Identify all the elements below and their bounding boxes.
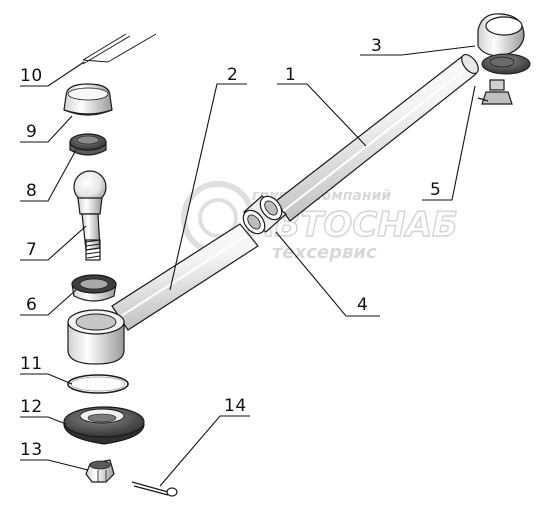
leader-5: [422, 85, 476, 201]
tie-rod-tube: [275, 53, 479, 222]
tie-rod-end-left: [67, 223, 259, 365]
callout-14: 14: [224, 396, 247, 416]
watermark-line3: техсервис: [272, 242, 377, 263]
callout-4: 4: [357, 295, 368, 315]
leader-11: [20, 373, 73, 385]
part-7-ball-pin: [73, 170, 107, 261]
callout-8: 8: [26, 181, 37, 201]
leader-1: [277, 83, 367, 147]
part-9-cap: [63, 83, 113, 116]
callouts: 1 2 3 4 5 6 7 8 9 10 11 12 13 14: [20, 36, 441, 460]
leader-10: [20, 61, 85, 87]
leader-7: [20, 225, 87, 261]
leader-9: [20, 115, 73, 143]
part-6-liner: [71, 274, 117, 302]
callout-13: 13: [20, 440, 43, 460]
leader-14: [159, 415, 250, 487]
part-11-ring: [67, 374, 129, 394]
leader-lines: [20, 45, 476, 487]
leader-12: [20, 416, 67, 425]
callout-12: 12: [20, 397, 43, 417]
tube-clamp: [242, 195, 287, 235]
callout-5: 5: [430, 180, 441, 200]
leader-13: [20, 459, 89, 471]
part-13-nut: [85, 459, 115, 483]
part-14-cotter-pin: [131, 481, 178, 497]
callout-2: 2: [227, 65, 238, 85]
part-8-seat: [69, 133, 107, 156]
leader-3: [360, 45, 476, 56]
part-12-boot: [63, 406, 145, 445]
leader-6: [20, 289, 77, 316]
leader-8: [20, 149, 77, 202]
callout-6: 6: [26, 295, 37, 315]
leader-4: [275, 231, 380, 317]
callout-7: 7: [26, 240, 37, 260]
callout-11: 11: [20, 354, 43, 374]
callout-10: 10: [20, 66, 43, 86]
part-10-wire: [82, 33, 157, 65]
tie-rod-end-right: [477, 13, 531, 105]
callout-1: 1: [285, 65, 296, 85]
callout-9: 9: [26, 122, 37, 142]
leader-2: [169, 83, 247, 291]
callout-3: 3: [371, 36, 382, 56]
